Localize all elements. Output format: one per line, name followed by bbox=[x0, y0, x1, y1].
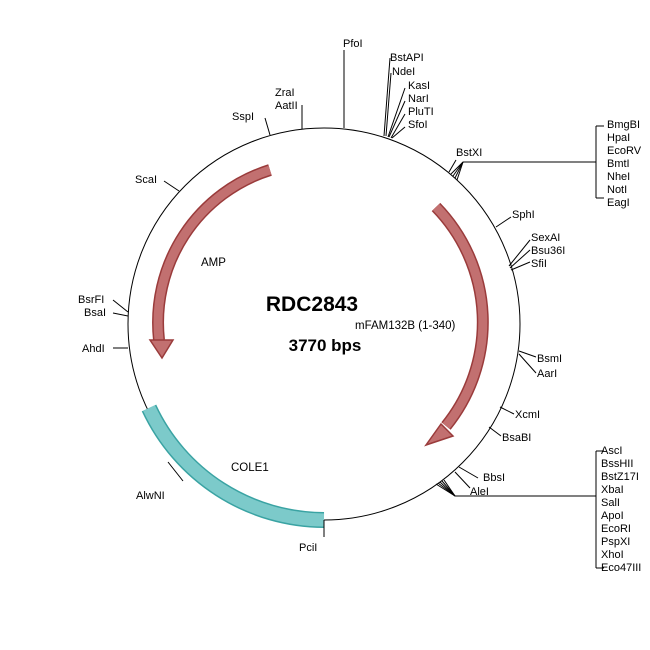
site-bsshii: BssHII bbox=[601, 458, 633, 470]
site-bsai: BsaI bbox=[84, 307, 106, 319]
site-sfii: SfiI bbox=[531, 258, 547, 270]
site-bsmi: BsmI bbox=[537, 353, 562, 365]
site-apoi: ApoI bbox=[601, 510, 624, 522]
site-bmgbi: BmgBI bbox=[607, 119, 640, 131]
site-bsabi: BsaBI bbox=[502, 432, 531, 444]
site-bstapi: BstAPI bbox=[390, 52, 424, 64]
site-sali: SalI bbox=[601, 497, 620, 509]
site-hpai: HpaI bbox=[607, 132, 630, 144]
site-xcmi: XcmI bbox=[515, 409, 540, 421]
mfam-arrow-head bbox=[424, 422, 455, 447]
site-pluti: PluTI bbox=[408, 106, 434, 118]
cole1-label: COLE1 bbox=[231, 462, 269, 474]
site-alei: AleI bbox=[470, 486, 489, 498]
site-ecorv: EcoRV bbox=[607, 145, 642, 157]
site-bmti: BmtI bbox=[607, 158, 630, 170]
site-nhei: NheI bbox=[607, 171, 630, 183]
plasmid-name: RDC2843 bbox=[266, 293, 358, 316]
site-ecori: EcoRI bbox=[601, 523, 631, 535]
amp-arrow-head bbox=[148, 339, 175, 360]
site-sfoi: SfoI bbox=[408, 119, 428, 131]
site-scai: ScaI bbox=[135, 174, 157, 186]
site-bsu36i: Bsu36I bbox=[531, 245, 565, 257]
site-ndei: NdeI bbox=[392, 66, 415, 78]
amp-label: AMP bbox=[201, 257, 226, 269]
site-alwni: AlwNI bbox=[136, 490, 165, 502]
site-pcii: PciI bbox=[299, 542, 317, 554]
site-xhoi: XhoI bbox=[601, 549, 624, 561]
site-xbai: XbaI bbox=[601, 484, 624, 496]
site-nari: NarI bbox=[408, 93, 429, 105]
site-sexai: SexAI bbox=[531, 232, 560, 244]
site-noti: NotI bbox=[607, 184, 627, 196]
site-lines bbox=[112, 50, 604, 569]
site-asci: AscI bbox=[601, 445, 622, 457]
mfam-arrow-body-fill bbox=[432, 203, 488, 429]
site-sspi: SspI bbox=[232, 111, 254, 123]
site-bstxi: BstXI bbox=[456, 147, 482, 159]
site-eco47iii: Eco47III bbox=[601, 562, 641, 574]
site-ahdi: AhdI bbox=[82, 343, 105, 355]
plasmid-size: 3770 bps bbox=[289, 336, 362, 355]
site-bbsi: BbsI bbox=[483, 472, 505, 484]
site-eagi: EagI bbox=[607, 197, 630, 209]
site-aari: AarI bbox=[537, 368, 557, 380]
site-zrai: ZraI bbox=[275, 87, 295, 99]
site-kasi: KasI bbox=[408, 80, 430, 92]
cole1-feature-fill bbox=[143, 405, 325, 527]
site-bstz17i: BstZ17I bbox=[601, 471, 639, 483]
mfam-label: mFAM132B (1-340) bbox=[355, 320, 456, 332]
site-sphi: SphI bbox=[512, 209, 535, 221]
site-pspxi: PspXI bbox=[601, 536, 630, 548]
site-aatii: AatII bbox=[275, 100, 298, 112]
site-bsrfi: BsrFI bbox=[78, 294, 104, 306]
site-pfoi: PfoI bbox=[343, 38, 363, 50]
amp-arrow-body-fill bbox=[153, 165, 272, 341]
